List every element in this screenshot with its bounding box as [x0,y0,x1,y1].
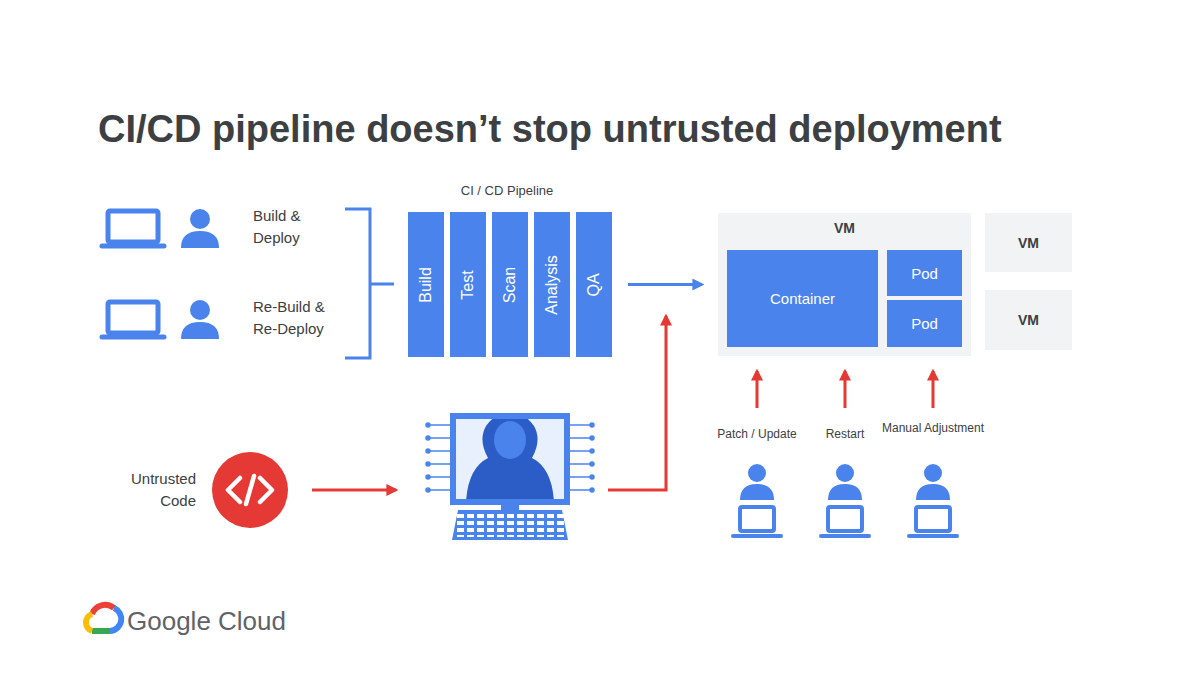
user-icons [102,211,164,337]
vm-box: VMContainerPodPod [718,213,971,356]
flow-arrow [628,283,702,286]
container-box: Container [727,250,878,347]
annotation-label: CI / CD Pipeline [427,182,587,201]
node-heading: Untrusted Code [114,468,196,512]
pipeline-stage: Test [450,212,486,357]
untrusted-code-node: Untrusted Code [212,452,288,528]
pipeline-stage: Analysis [534,212,570,357]
node-label: Pod [911,315,938,332]
vm-box: VM [985,213,1072,272]
node-label: Scan [501,266,519,302]
pod-box: Pod [887,250,962,296]
node-label: Build [417,267,435,303]
attack-arrow [608,316,666,490]
bracket [345,209,394,358]
pipeline-stage: Scan [492,212,528,357]
pod-box: Pod [887,300,962,347]
annotation-label: Manual Adjustment [881,420,985,437]
code-circle [212,452,288,528]
vm-box: VM [985,290,1072,350]
node-label: Test [459,270,477,299]
operator-icons [733,464,957,536]
pipeline-stage: Build [408,212,444,357]
title: CI/CD pipeline doesn’t stop untrusted de… [98,108,1002,151]
pipeline-stage: QA [576,212,612,357]
node-label: Analysis [543,255,561,315]
node-label: VM [718,220,971,236]
operator-arrows [757,371,933,408]
code-symbol [228,476,272,504]
attack-arrow [312,489,396,492]
node-label: Pod [911,265,938,282]
code-circle [212,452,288,528]
hacker-computer [426,412,594,540]
annotation-label: Build & Deploy [253,205,343,249]
node-label: VM [1018,235,1039,251]
brand-name: Google Cloud [127,603,347,641]
cloud-logo [86,605,121,631]
annotation-label: Patch / Update [692,426,822,443]
node-label: Container [770,290,835,307]
node-label: VM [1018,312,1039,328]
annotation-label: Re-Build & Re-Deploy [253,296,343,340]
person-icons [181,209,219,339]
node-label: QA [585,273,603,296]
